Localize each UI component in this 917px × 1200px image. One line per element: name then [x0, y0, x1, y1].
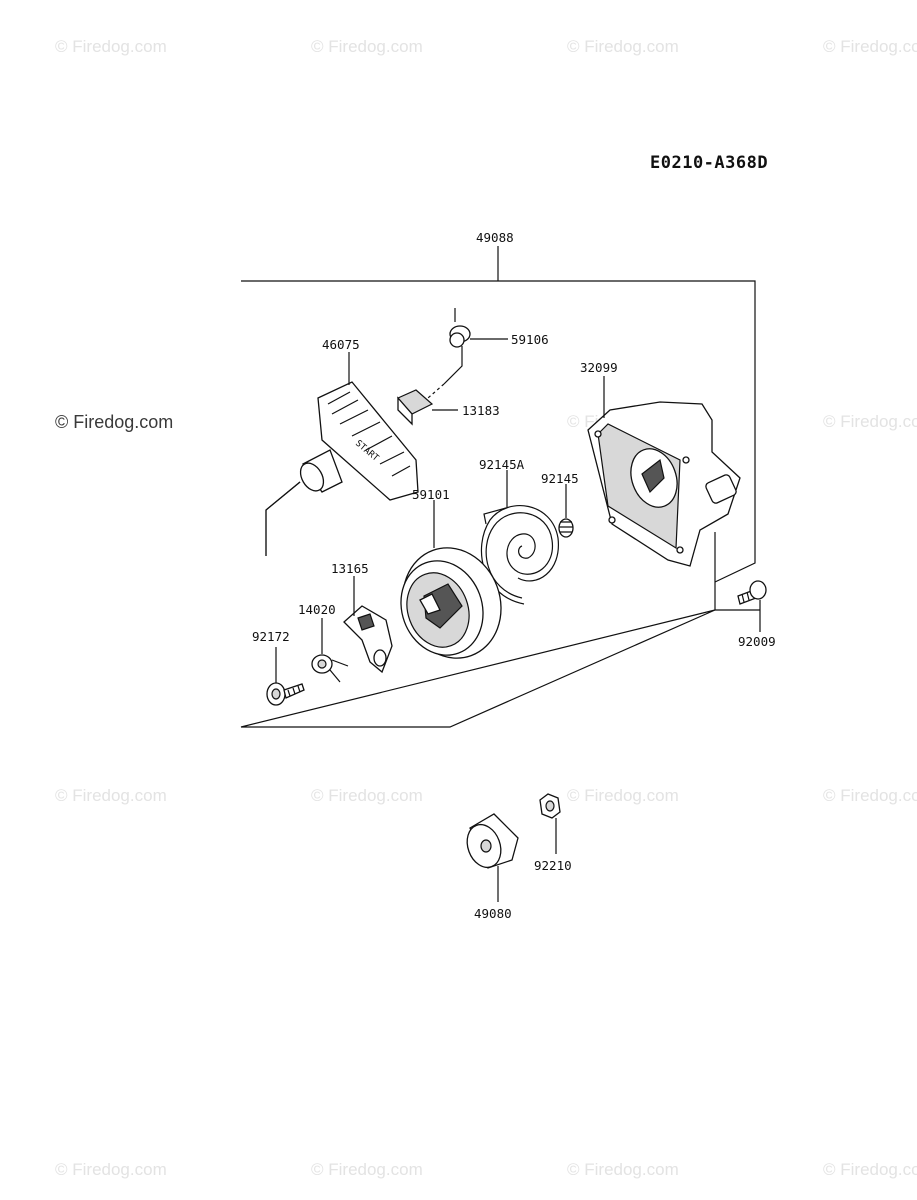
diagram-code: E0210-A368D: [650, 153, 769, 173]
watermark-text: © Firedog.com: [55, 37, 167, 56]
watermark-text: © Firedog.com: [567, 786, 679, 805]
watermark-text: © Firedog.com: [311, 786, 423, 805]
watermark-text: © Firedog.com: [55, 1160, 167, 1179]
recoil-reel-59101: [400, 500, 502, 659]
watermark-text: © Firedog.com: [823, 786, 917, 805]
pulley-49080: [466, 813, 519, 902]
watermark-text: © Firedog.com: [567, 1160, 679, 1179]
watermark-text: © Firedog.com: [823, 412, 917, 431]
part-label-49080: 49080: [474, 906, 512, 921]
part-label-59106: 59106: [511, 332, 549, 347]
rope-knot-59106: [427, 308, 508, 399]
part-label-32099: 32099: [580, 360, 618, 375]
screw-92172: [266, 647, 305, 706]
watermark-text: © Firedog.com: [823, 37, 917, 56]
watermark-text: © Firedog.com: [55, 786, 167, 805]
watermark-text: © Firedog.com: [567, 37, 679, 56]
part-label-46075: 46075: [322, 337, 360, 352]
ratchet-pawl-13165: [343, 576, 393, 674]
watermark-text: © Firedog.com: [55, 412, 174, 432]
part-label-59101: 59101: [412, 487, 450, 502]
part-label-92009: 92009: [738, 634, 776, 649]
part-label-13165: 13165: [331, 561, 369, 576]
nut-92210: [539, 793, 561, 854]
part-label-92145: 92145: [541, 471, 579, 486]
watermark-text: © Firedog.com: [311, 37, 423, 56]
bolt-92009: [714, 532, 767, 632]
spring-92145: [558, 484, 574, 538]
watermark-text: © Firedog.com: [311, 1160, 423, 1179]
starter-handle-46075: START: [299, 352, 419, 501]
starter-housing-32099: [587, 376, 741, 567]
part-label-92172: 92172: [252, 629, 290, 644]
part-label-92210: 92210: [534, 858, 572, 873]
part-label-14020: 14020: [298, 602, 336, 617]
part-label-13183: 13183: [462, 403, 500, 418]
part-label-49088: 49088: [476, 230, 514, 245]
pawl-spring-14020: [311, 618, 349, 683]
part-label-92145A: 92145A: [479, 457, 525, 472]
starter-rope: [265, 481, 301, 556]
watermark-text: © Firedog.com: [823, 1160, 917, 1179]
rope-guide-13183: [397, 389, 458, 426]
